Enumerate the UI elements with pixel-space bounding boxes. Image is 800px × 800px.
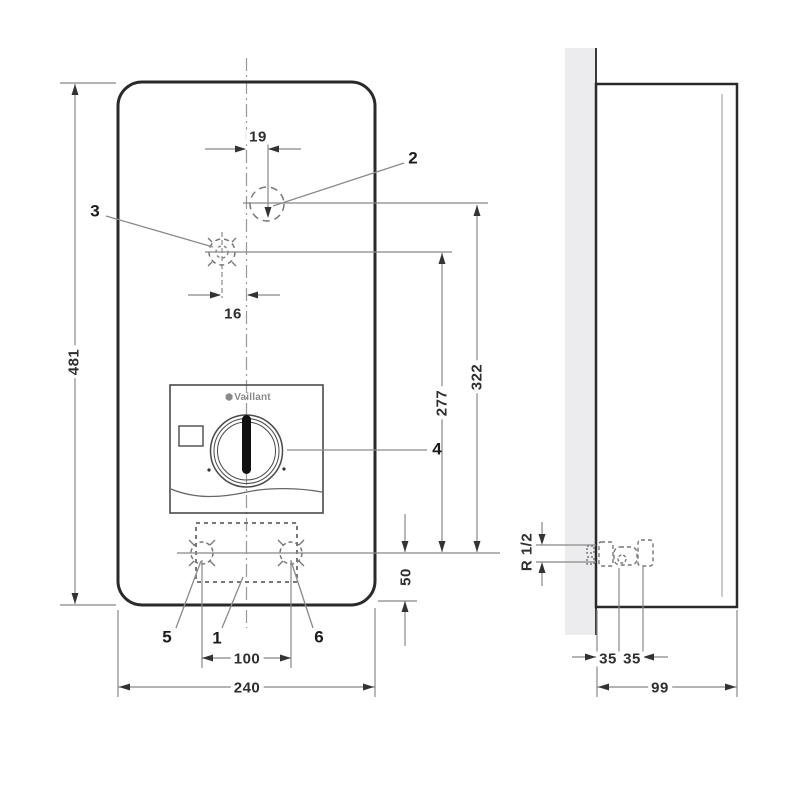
knob-min-mark-icon [207,468,211,472]
dimension-arrowheads [71,84,736,691]
dim-hole-offset-16: 16 [221,306,245,322]
vaillant-logo-text: Vaillant [234,392,271,403]
dim-bottom-offset-50: 50 [398,565,415,589]
vaillant-logo: ⬢Vaillant [224,393,272,403]
display-window [178,425,204,447]
dim-spacing-100: 100 [230,651,264,667]
vaillant-logo-icon: ⬢ [225,392,234,402]
dim-hole-height-277: 277 [434,386,451,420]
front-view-outline [116,80,377,607]
knob-max-mark-icon [282,467,286,471]
callout-2: 2 [408,148,418,168]
dim-hole-height-322: 322 [469,360,486,394]
knob-pointer-icon [242,415,251,474]
panel-trim-line [170,487,323,498]
callout-5: 5 [162,627,172,647]
callout-6: 6 [314,627,324,647]
temperature-knob [207,414,286,488]
dim-depth-99: 99 [648,680,672,696]
control-panel [169,384,324,514]
callout-4: 4 [432,439,442,459]
side-view [565,48,739,635]
wall-hatch [565,48,596,635]
dim-height-481: 481 [66,345,83,379]
callout-1: 1 [212,628,222,648]
pipe-fittings [586,539,654,567]
dim-pipe-35-left: 35 [596,651,620,667]
side-view-outline [594,82,739,609]
dim-width-240: 240 [230,680,264,696]
dim-thread-r12: R 1/2 [519,529,536,575]
dim-pipe-35-right: 35 [620,651,644,667]
callout-leaders [105,162,427,629]
front-view [116,58,377,628]
dim-hole-offset-19: 19 [246,129,270,145]
mounting-hole-top [249,186,285,222]
callout-3: 3 [90,201,100,221]
